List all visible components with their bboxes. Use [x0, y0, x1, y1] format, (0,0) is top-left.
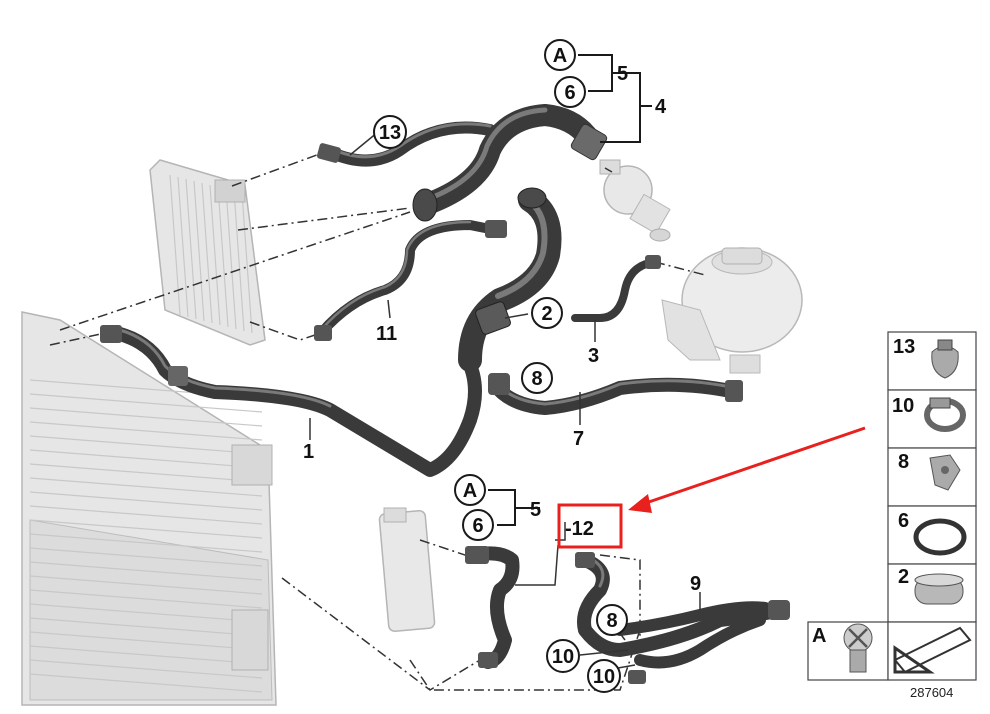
leader-lines	[309, 54, 701, 669]
svg-text:A: A	[553, 45, 567, 67]
callout-13: 13	[373, 115, 407, 149]
legend-label-6: 6	[898, 510, 909, 532]
hose-12	[465, 546, 520, 669]
callout-10-left: 10	[546, 639, 580, 673]
svg-text:8: 8	[606, 610, 617, 632]
callout-6-top: 6	[554, 76, 586, 108]
callout-2: 2	[531, 297, 563, 329]
radiator	[21, 311, 277, 706]
hose-1	[100, 325, 482, 477]
svg-text:10: 10	[593, 666, 615, 688]
thermostat-housing	[599, 159, 671, 242]
svg-text:6: 6	[564, 82, 575, 104]
bracket-clip-icon	[929, 454, 961, 491]
legend-label-13: 13	[893, 336, 915, 358]
legend-label-10: 10	[892, 395, 914, 417]
o-ring-icon	[913, 518, 967, 556]
part-9: 9	[690, 573, 701, 595]
part-12-highlight: -12	[557, 503, 623, 549]
hose-clamp-icon	[931, 339, 959, 379]
part-3: 3	[588, 345, 599, 367]
auxiliary-radiator	[149, 159, 266, 346]
part-5-bottom: 5	[530, 499, 541, 521]
reference-number: 287604	[910, 685, 953, 700]
hose-4	[412, 104, 608, 222]
part-1: 1	[303, 441, 314, 463]
callout-6-bottom: 6	[462, 509, 494, 541]
svg-text:8: 8	[531, 368, 542, 390]
band-clamp-icon	[914, 573, 964, 605]
bleed-screw-icon	[843, 623, 873, 673]
svg-text:6: 6	[472, 515, 483, 537]
svg-text:A: A	[463, 480, 477, 502]
svg-text:2: 2	[541, 303, 552, 325]
expansion-tank	[661, 247, 803, 374]
part-11: 11	[376, 323, 397, 345]
callout-10-right: 10	[587, 659, 621, 693]
heat-exchanger	[378, 507, 436, 633]
part-7: 7	[573, 428, 584, 450]
assembly-lines	[49, 151, 706, 691]
callout-8-mid: 8	[521, 362, 553, 394]
hose-7	[488, 373, 743, 415]
part-12: -12	[565, 518, 594, 540]
legend-label-A: A	[812, 625, 826, 647]
hose-11	[314, 220, 507, 341]
hose-2	[458, 187, 562, 372]
hose-13	[316, 121, 496, 167]
hose-3	[571, 255, 661, 322]
legend-label-8: 8	[898, 451, 909, 473]
part-4: 4	[655, 96, 667, 118]
svg-text:10: 10	[552, 646, 574, 668]
callout-8-bottom: 8	[596, 604, 628, 636]
highlight-arrow	[628, 426, 866, 513]
svg-text:13: 13	[379, 122, 401, 144]
part-5-top: 5	[617, 63, 628, 85]
worm-clamp-icon	[924, 397, 966, 432]
callout-A-top: A	[544, 39, 576, 71]
legend-label-2: 2	[898, 566, 909, 588]
callout-A-bottom: A	[454, 474, 486, 506]
view-orientation-icon	[893, 626, 972, 674]
hose-9	[575, 552, 790, 684]
parts-legend: 13 10 8 6 2 A	[807, 331, 977, 681]
